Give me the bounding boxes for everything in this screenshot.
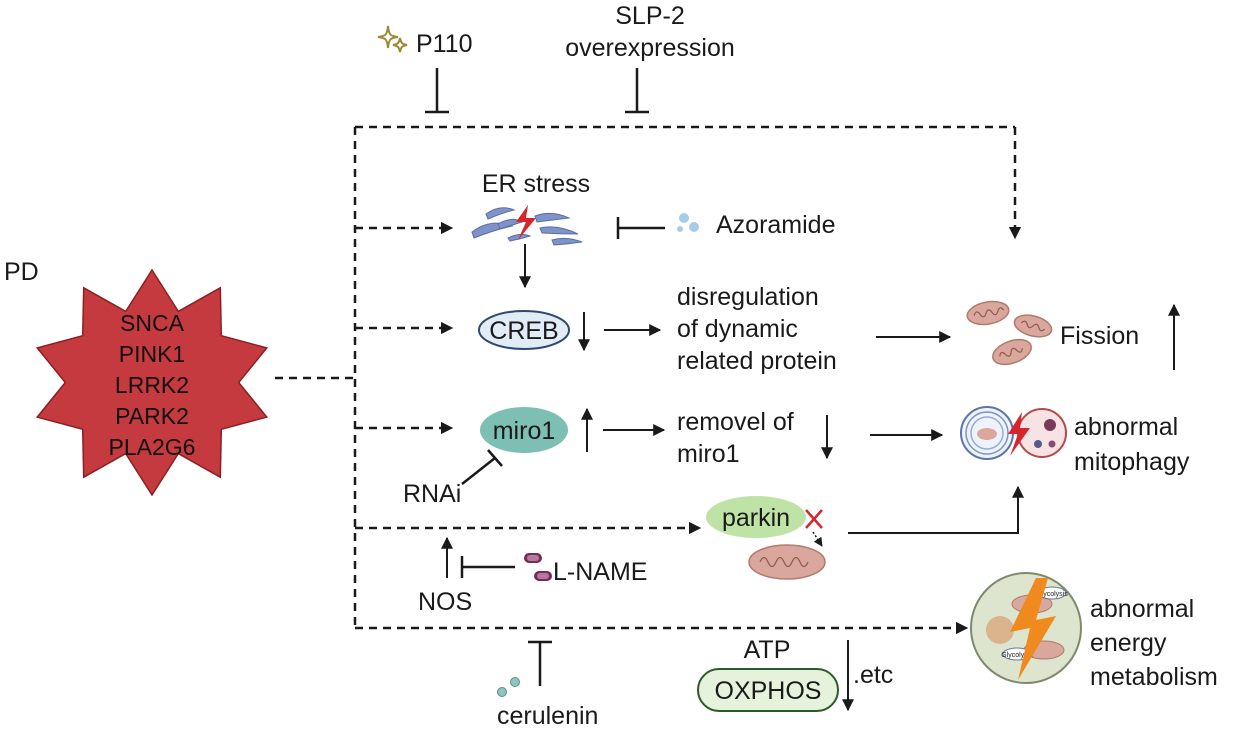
parkin-dotted-arrow	[812, 531, 823, 547]
disreg-label-line2: of dynamic	[677, 315, 798, 343]
energy-label-line1: abnormal	[1090, 595, 1194, 623]
oxphos-label: OXPHOS	[715, 677, 822, 705]
lname-pills-icon	[524, 553, 552, 581]
p110-label: P110	[416, 30, 473, 58]
parkin-label: parkin	[722, 504, 790, 532]
glycolysis-label-b: Glycolysis	[1036, 591, 1068, 598]
energy-cell-icon: Glycolysis Glycolysis	[970, 572, 1082, 684]
azoramide-dots-icon	[677, 213, 699, 232]
miro1-label: miro1	[493, 417, 556, 445]
gene-lrrk2: LRRK2	[115, 372, 189, 398]
er-stress-label: ER stress	[482, 170, 590, 198]
gene-pink1: PINK1	[119, 341, 185, 367]
azoramide-label: Azoramide	[716, 211, 836, 239]
pd-gene-star	[35, 268, 269, 497]
creb-node	[478, 310, 570, 350]
dashed-trunk	[275, 125, 1022, 635]
gene-pla2g6: PLA2G6	[109, 434, 196, 460]
rnai-label: RNAi	[403, 480, 461, 508]
abnormal-mitophagy-line2: mitophagy	[1074, 448, 1190, 476]
lname-inhibit-arrow	[460, 556, 515, 578]
er-lightning-icon	[516, 205, 536, 240]
nos-label: NOS	[418, 588, 472, 616]
glycolysis-label-a: Glycolysis	[1001, 652, 1033, 659]
parkin-node	[706, 496, 806, 538]
cerulenin-label: cerulenin	[497, 702, 598, 730]
parkin-blocked-cross-icon	[805, 509, 823, 529]
fission-mitochondria-icon	[966, 300, 1053, 366]
lname-label: L-NAME	[553, 558, 647, 586]
cerulenin-inhibit-arrow	[528, 640, 552, 686]
er-organelle-icon	[471, 207, 583, 246]
disreg-label-line1: disregulation	[677, 283, 819, 311]
fission-label: Fission	[1060, 322, 1139, 350]
parkin-to-mitophagy-arrow	[848, 485, 1024, 534]
gene-park2: PARK2	[115, 403, 189, 429]
oxphos-box	[697, 668, 839, 712]
mitophagy-icon	[960, 406, 1067, 460]
slp2-label-line1: SLP-2	[615, 2, 684, 30]
abnormal-mitophagy-line1: abnormal	[1074, 413, 1178, 441]
etc-label: .etc	[853, 661, 893, 689]
slp2-label-line2: overexpression	[565, 34, 735, 62]
atp-label: ATP	[744, 636, 791, 664]
energy-label-line3: metabolism	[1090, 663, 1218, 691]
pd-label: PD	[4, 258, 39, 286]
azoramide-inhibit-arrow	[616, 217, 665, 239]
removel-label-line1: removel of	[677, 408, 794, 436]
rnai-inhibit-arrow	[461, 449, 503, 485]
p110-sparkle-icon	[377, 25, 408, 53]
removel-label-line2: miro1	[677, 440, 740, 468]
cerulenin-dots-icon	[497, 677, 520, 697]
energy-label-line2: energy	[1090, 629, 1167, 657]
parkin-mitochondrion-icon	[748, 544, 826, 580]
slp2-inhibit-arrow	[625, 68, 649, 114]
p110-inhibit-arrow	[425, 68, 449, 114]
disreg-label-line3: related protein	[677, 347, 837, 375]
creb-label: CREB	[489, 317, 558, 345]
gene-snca: SNCA	[120, 310, 185, 336]
miro1-node	[480, 407, 568, 453]
